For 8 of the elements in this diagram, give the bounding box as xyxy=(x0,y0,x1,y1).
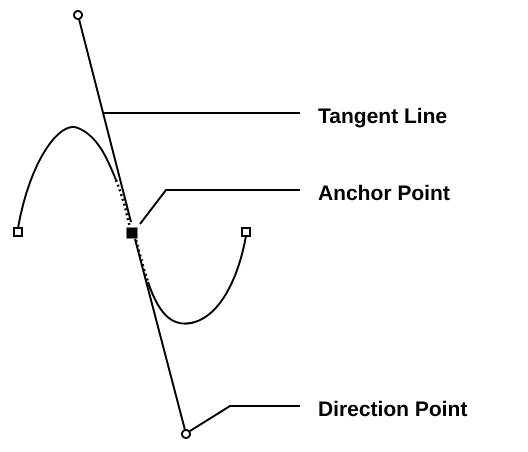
callout-label: Anchor Point xyxy=(318,182,450,206)
callout-label: Tangent Line xyxy=(318,105,448,129)
direction-point-marker xyxy=(181,429,191,439)
callout-label: Direction Point xyxy=(318,398,468,422)
leader-line xyxy=(139,189,300,225)
leader-line xyxy=(189,405,300,432)
leader-line xyxy=(103,112,300,114)
tangent-line xyxy=(78,18,186,431)
